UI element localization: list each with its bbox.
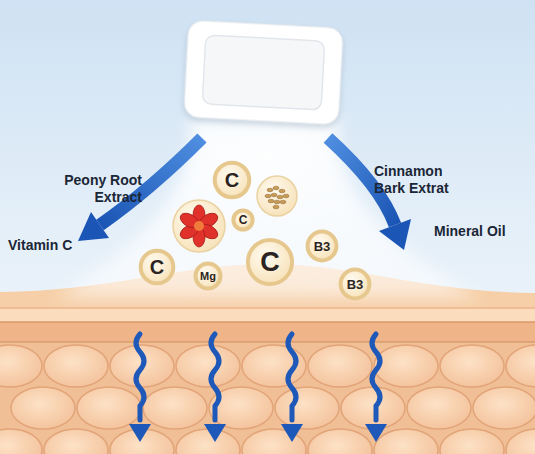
orb-circle	[341, 270, 370, 299]
ingredient-label: Cinnamon Bark Extrat	[374, 163, 466, 197]
orb-circle	[308, 232, 337, 261]
ingredient-label: Mineral Oil	[434, 223, 506, 240]
ingredient-orb: B3	[307, 231, 337, 261]
ingredient-orb: C	[247, 239, 293, 285]
ingredient-orb: C	[214, 162, 250, 198]
release-plume	[55, 118, 480, 298]
orb-circle	[215, 163, 250, 198]
penetration-arrows	[136, 334, 380, 420]
skin-cells	[0, 345, 535, 454]
cinnamon-orb	[257, 176, 297, 216]
ingredient-symbol: C	[150, 257, 164, 277]
skin-line	[0, 341, 535, 343]
skin-layer	[0, 322, 535, 342]
ingredient-symbol: C	[260, 249, 280, 276]
orb-circle	[196, 264, 221, 289]
patch	[184, 20, 344, 125]
skin-layer	[0, 308, 535, 322]
orb-circle	[141, 251, 174, 284]
ingredient-orb: Mg	[195, 263, 221, 289]
ingredient-symbol: Mg	[200, 271, 216, 282]
ingredient-orb: C	[140, 250, 174, 284]
arrow-head	[379, 219, 411, 250]
ingredient-label: Peony Root Extract	[48, 172, 142, 206]
ingredient-symbol: B3	[347, 278, 364, 291]
ingredient-label: Vitamin C	[8, 237, 72, 254]
ingredient-symbol: C	[239, 214, 248, 226]
skin-line	[0, 321, 535, 323]
ingredient-symbol: B3	[314, 240, 331, 253]
orb-circle	[248, 240, 292, 284]
skin-line	[0, 307, 535, 309]
arrow-heads	[129, 424, 387, 442]
ingredient-symbol: C	[225, 170, 239, 190]
orb-circle	[233, 210, 252, 229]
ingredient-orb: C	[233, 210, 253, 230]
ingredient-orb: B3	[340, 269, 370, 299]
arrow-head	[78, 212, 109, 241]
peony-orb	[173, 200, 225, 252]
